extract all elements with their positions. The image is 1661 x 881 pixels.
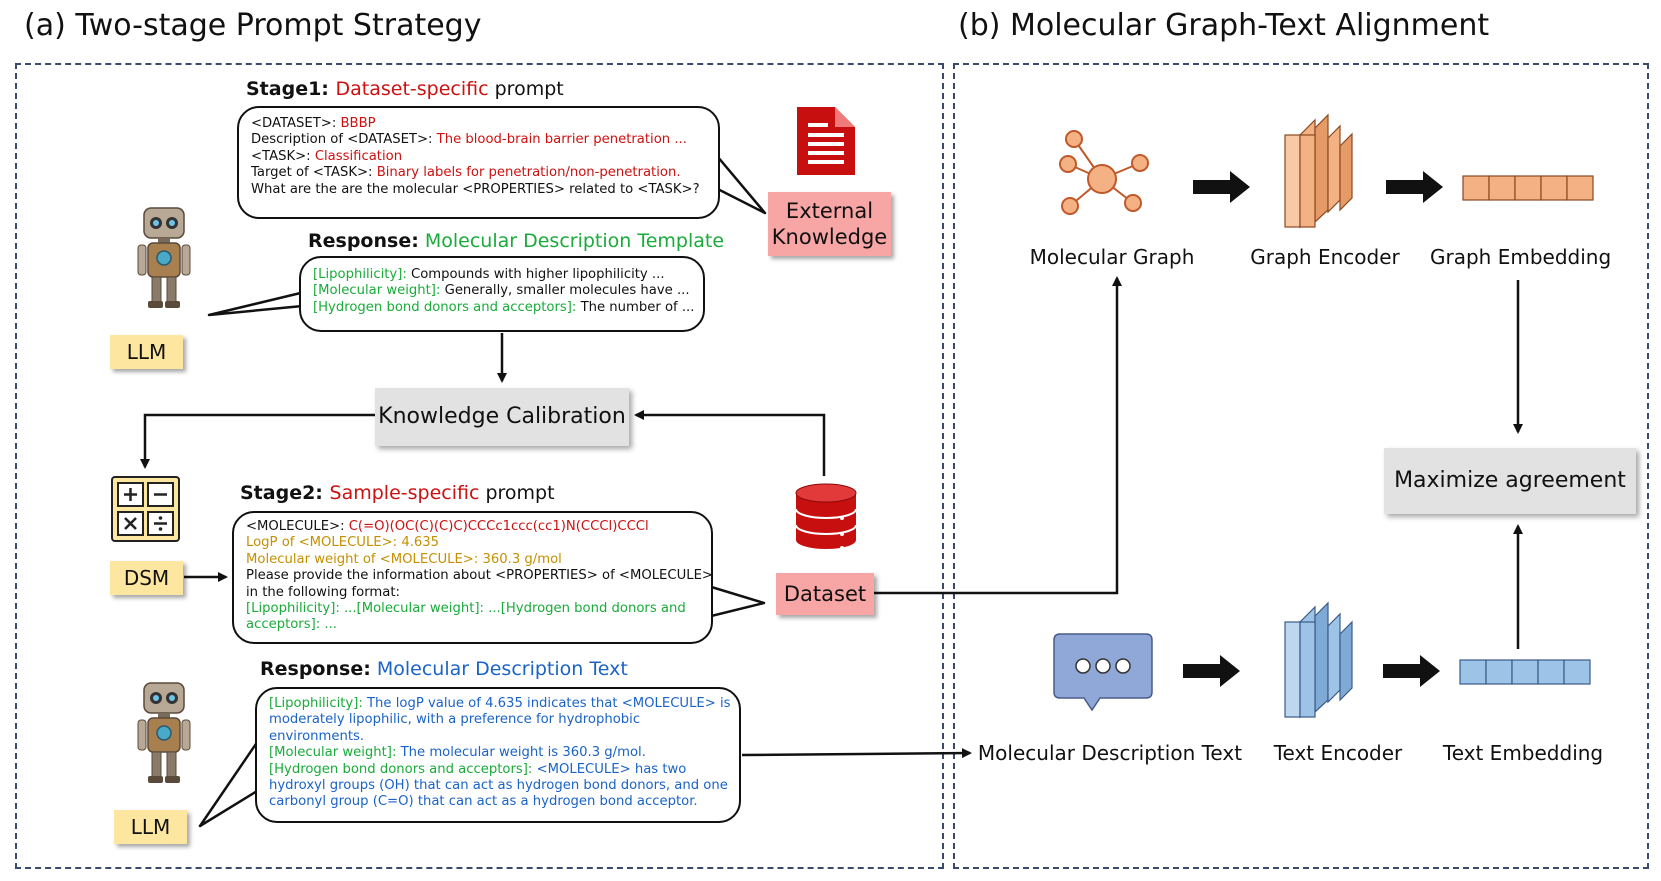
external-knowledge-line1: External bbox=[785, 199, 874, 223]
response2-line3: environments. bbox=[269, 728, 365, 744]
response2-bubble: [Lipophilicity]: The logP value of 4.635… bbox=[255, 687, 741, 823]
stage2-line4: Please provide the information about <PR… bbox=[246, 568, 713, 584]
response2-line4-key: [Molecular weight]: bbox=[269, 745, 401, 761]
embedding-icon bbox=[1462, 175, 1594, 201]
stage1-line1-key: <DATASET>: bbox=[251, 116, 341, 131]
external-knowledge-line2: Knowledge bbox=[771, 225, 888, 249]
database-icon bbox=[795, 483, 857, 550]
encoder-icon bbox=[1284, 113, 1353, 229]
calculator-icon bbox=[111, 476, 180, 542]
stage2-prefix: Stage2 bbox=[240, 482, 316, 504]
stage1-line5: What are the are the molecular <PROPERTI… bbox=[251, 181, 700, 197]
stage1-line4-val: Binary labels for penetration/non-penetr… bbox=[376, 165, 681, 181]
response2-line7: carbonyl group (C=O) that can act as a h… bbox=[269, 794, 698, 810]
response2-line1-key: [Lipophilicity]: bbox=[269, 696, 367, 711]
stage1-line3-val: Classification bbox=[314, 148, 403, 164]
knowledge-calibration-box: Knowledge Calibration bbox=[375, 388, 629, 446]
stage1-highlight: Dataset-specific bbox=[335, 78, 489, 100]
molecular-graph-label: Molecular Graph bbox=[1029, 245, 1195, 269]
stage2-line3: Molecular weight of <MOLECULE>: 360.3 g/… bbox=[246, 551, 562, 567]
stage2-line5: in the following format: bbox=[246, 584, 400, 600]
llm-label: LLM bbox=[110, 335, 183, 369]
maximize-agreement-box: Maximize agreement bbox=[1384, 448, 1636, 514]
response1-bubble: [Lipophilicity]: Compounds with higher l… bbox=[299, 256, 705, 332]
molecular-description-text-label: Molecular Description Text bbox=[977, 741, 1243, 765]
encoder-icon bbox=[1284, 601, 1353, 719]
text-embedding-label: Text Embedding bbox=[1442, 741, 1604, 765]
stage1-prefix: Stage1 bbox=[246, 78, 322, 100]
llm-label: LLM bbox=[114, 810, 187, 844]
panel-b-title: (b) Molecular Graph-Text Alignment bbox=[958, 8, 1490, 43]
response1-line1-val: Compounds with higher lipophilicity ... bbox=[411, 267, 665, 282]
stage2-line1-key: <MOLECULE>: bbox=[246, 519, 349, 534]
stage1-suffix: prompt bbox=[488, 78, 564, 100]
stage2-line2: LogP of <MOLECULE>: 4.635 bbox=[246, 535, 440, 551]
stage1-line3-key: <TASK>: bbox=[251, 148, 315, 164]
stage2-suffix: prompt bbox=[479, 482, 555, 504]
dsm-label: DSM bbox=[110, 561, 183, 595]
stage2-heading: Stage2: Sample-specific prompt bbox=[240, 482, 555, 504]
stage1-sep: : bbox=[321, 78, 336, 100]
embedding-icon bbox=[1459, 659, 1591, 685]
stage2-line7: acceptors]: ... bbox=[246, 617, 337, 633]
stage2-line6: [Lipophilicity]: ...[Molecular weight]: … bbox=[246, 601, 686, 617]
chat-bubble-icon bbox=[1053, 633, 1153, 712]
response2-heading: Response: Molecular Description Text bbox=[260, 658, 628, 680]
response1-line2-key: [Molecular weight]: bbox=[313, 283, 445, 299]
response2-line4-val: The molecular weight is 360.3 g/mol. bbox=[400, 745, 646, 761]
robot-icon bbox=[137, 682, 191, 783]
stage1-line2-val: The blood-brain barrier penetration ... bbox=[436, 132, 687, 148]
response2-line5-val: <MOLECULE> has two bbox=[536, 761, 687, 777]
dataset-box: Dataset bbox=[776, 573, 874, 615]
response2-highlight: Molecular Description Text bbox=[376, 658, 628, 680]
panel-a-frame bbox=[15, 63, 944, 869]
stage1-heading: Stage1: Dataset-specific prompt bbox=[246, 78, 564, 100]
response1-line3-val: The number of ... bbox=[580, 299, 695, 315]
response1-heading: Response: Molecular Description Template bbox=[308, 230, 724, 252]
panel-a-title: (a) Two-stage Prompt Strategy bbox=[24, 8, 482, 43]
stage2-highlight: Sample-specific bbox=[329, 482, 480, 504]
graph-encoder-label: Graph Encoder bbox=[1250, 245, 1400, 269]
response1-line2-val: Generally, smaller molecules have ... bbox=[444, 283, 690, 299]
response2-bubble-tail bbox=[198, 737, 263, 828]
robot-icon bbox=[137, 207, 191, 308]
response2-prefix: Response: bbox=[260, 658, 371, 680]
stage2-prompt-bubble: <MOLECULE>: C(=O)(OC(C)(C)C)CCCc1ccc(cc1… bbox=[232, 511, 713, 644]
response1-bubble-tail bbox=[207, 288, 314, 317]
response1-line1-key: [Lipophilicity]: bbox=[313, 267, 411, 282]
panel-b-frame bbox=[953, 63, 1649, 869]
response2-line2: moderately lipophilic, with a preference… bbox=[269, 712, 641, 728]
response1-prefix: Response: bbox=[308, 230, 419, 252]
response2-line5-key: [Hydrogen bond donors and acceptors]: bbox=[269, 761, 537, 777]
block-arrow bbox=[1183, 171, 1443, 687]
response2-line6: hydroxyl groups (OH) that can act as hyd… bbox=[269, 778, 728, 794]
graph-embedding-label: Graph Embedding bbox=[1430, 245, 1612, 269]
response1-line3-key: [Hydrogen bond donors and acceptors]: bbox=[313, 299, 581, 315]
response2-line1-val: The logP value of 4.635 indicates that <… bbox=[367, 696, 731, 711]
molecule-graph-icon bbox=[1059, 130, 1149, 215]
text-encoder-label: Text Encoder bbox=[1273, 741, 1403, 765]
external-knowledge-box: External Knowledge bbox=[768, 192, 891, 256]
stage2-line1-val: C(=O)(OC(C)(C)C)CCCc1ccc(cc1)N(CCCl)CCCl bbox=[348, 519, 649, 534]
response1-highlight: Molecular Description Template bbox=[424, 230, 725, 252]
document-icon bbox=[797, 107, 855, 175]
stage1-line1-val: BBBP bbox=[340, 116, 376, 131]
stage1-line4-key: Target of <TASK>: bbox=[251, 165, 377, 181]
stage1-prompt-bubble: <DATASET>: BBBP Description of <DATASET>… bbox=[237, 106, 720, 219]
stage2-sep: : bbox=[315, 482, 330, 504]
connector-arrows bbox=[140, 276, 1523, 759]
stage1-line2-key: Description of <DATASET>: bbox=[251, 132, 437, 148]
